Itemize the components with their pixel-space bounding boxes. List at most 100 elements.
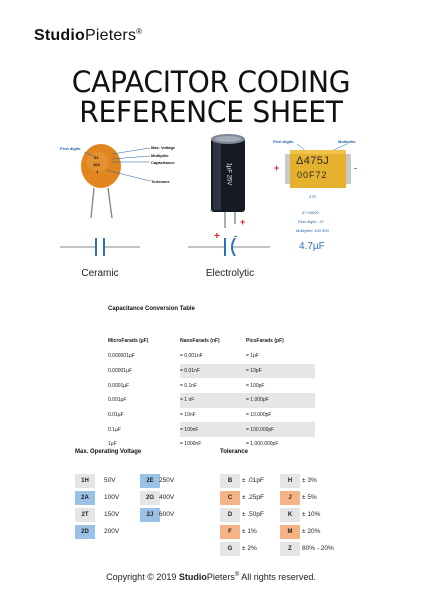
electrolytic-schematic-symbol bbox=[188, 237, 270, 257]
tolerance-value: 80% - 20% bbox=[302, 545, 334, 552]
voltage-code-chip: 2T bbox=[75, 508, 95, 522]
page-title-line-2: REFERENCE SHEET bbox=[79, 95, 343, 129]
table-cell: = 100.000pF bbox=[246, 422, 315, 438]
tolerance-section-title: Tolerance bbox=[220, 449, 248, 455]
voltage-value: 250V bbox=[159, 477, 175, 484]
table-cell: 0.001µF bbox=[108, 397, 127, 404]
tolerance-value: ± 20% bbox=[302, 528, 321, 535]
voltage-value: 150V bbox=[104, 511, 120, 518]
table-row: 0.01µF = 10nF = 10.000pF bbox=[108, 408, 315, 423]
brand-mark: ® bbox=[136, 27, 143, 36]
smd-code: 475 bbox=[309, 194, 316, 199]
table-cell: = 100nF bbox=[180, 422, 246, 438]
smd-line-3: Multiplier: 100 000 bbox=[296, 228, 329, 233]
ceramic-annotation-capacitance: Capacitance bbox=[151, 160, 175, 165]
table-cell: = 1pF bbox=[246, 353, 259, 360]
voltage-code-chip: 2J bbox=[140, 508, 160, 522]
table-cell: 0.0001µF bbox=[108, 382, 130, 389]
table-cell: = 0.001nF bbox=[180, 353, 203, 360]
tolerance-code-chip: K bbox=[280, 508, 300, 522]
table-cell: 0.01µF bbox=[108, 412, 124, 419]
footer-rights-text: All rights reserved. bbox=[239, 572, 316, 582]
tolerance-code-chip: C bbox=[220, 491, 240, 505]
conversion-table-title: Capacitance Conversion Table bbox=[108, 306, 195, 312]
conversion-header-pico: PicoFarads (pF) bbox=[246, 338, 284, 344]
ceramic-body-line-2: 103 bbox=[93, 162, 100, 167]
table-row: 1µF = 1000nF = 1.000.000pF bbox=[108, 437, 315, 452]
tolerance-value: ± 2% bbox=[242, 545, 257, 552]
tolerance-code-chip: G bbox=[220, 542, 240, 556]
tolerance-code-chip: H bbox=[280, 474, 300, 488]
table-cell: 1µF bbox=[108, 441, 117, 448]
table-row: 0.1µF = 100nF = 100.000pF bbox=[108, 422, 315, 438]
table-cell: = 1 nF bbox=[180, 393, 246, 408]
footer-brand-bold: Studio bbox=[178, 572, 207, 582]
tolerance-code-chip: D bbox=[220, 508, 240, 522]
voltage-code-chip: 1H bbox=[75, 474, 95, 488]
tolerance-code-chip: B bbox=[220, 474, 240, 488]
voltage-value: 200V bbox=[104, 528, 120, 535]
ceramic-annotation-multiplier: Multiplier bbox=[151, 153, 169, 158]
table-cell: = 0.1nF bbox=[180, 382, 198, 389]
ceramic-annotation-max-voltage: Max. Voltage bbox=[151, 145, 176, 150]
tolerance-value: ± .01pF bbox=[242, 477, 264, 484]
voltage-value: 400V bbox=[159, 494, 175, 501]
ceramic-label: Ceramic bbox=[81, 268, 119, 279]
voltage-code-chip: 2G bbox=[140, 491, 160, 505]
smd-line-1: 47 00000 bbox=[302, 210, 319, 215]
smd-line-2: First digits : 47 bbox=[298, 219, 325, 224]
electrolytic-schematic-plus: + bbox=[214, 231, 220, 242]
smd-capacitor-illustration bbox=[285, 143, 351, 188]
footer-brand-light: Pieters bbox=[206, 572, 235, 582]
ceramic-annotation-first-digits: First digits bbox=[60, 146, 81, 151]
voltage-value: 50V bbox=[104, 477, 116, 484]
electrolytic-body-text: 1µF 25V bbox=[225, 162, 231, 186]
table-row: 0.001µF = 1 nF = 1.000pF bbox=[108, 393, 315, 408]
conversion-header-micro: MicroFarads (µF) bbox=[108, 338, 149, 344]
table-row: 0.00001µF = 0.01nF = 10pF bbox=[108, 363, 315, 379]
voltage-code-chip: 2E bbox=[140, 474, 160, 488]
smd-value: 4.7µF bbox=[299, 241, 325, 252]
footer-brand-mark: ® bbox=[234, 572, 240, 578]
electrolytic-label: Electrolytic bbox=[205, 268, 255, 279]
tolerance-code-chip: Z bbox=[280, 542, 300, 556]
electrolytic-minus-sign: - bbox=[210, 205, 213, 215]
table-cell: = 1000nF bbox=[180, 441, 202, 448]
table-cell: = 1.000.000pF bbox=[246, 441, 279, 448]
table-cell: 0.00001µF bbox=[108, 368, 133, 375]
voltage-section-title: Max. Operating Voltage bbox=[75, 449, 142, 455]
smd-annotation-first-digits: First digits bbox=[273, 139, 294, 144]
table-row: 0.0001µF = 0.1nF = 100pF bbox=[108, 378, 315, 393]
voltage-value: 100V bbox=[104, 494, 120, 501]
tolerance-value: ± .50pF bbox=[242, 511, 264, 518]
brand-logo: StudioPieters® bbox=[34, 27, 142, 45]
table-cell: = 10nF bbox=[180, 412, 196, 419]
smd-annotation-multiplier: Multiplier bbox=[338, 139, 356, 144]
conversion-header-nano: NanoFarads (nF) bbox=[180, 338, 220, 344]
smd-top-text: Δ475J bbox=[296, 155, 330, 167]
copyright-footer: Copyright © 2019 StudioPieters® All righ… bbox=[0, 572, 422, 582]
ceramic-body-line-3: J bbox=[96, 169, 99, 174]
tolerance-value: ± 1% bbox=[242, 528, 257, 535]
electrolytic-schematic-minus: - bbox=[234, 231, 238, 242]
conversion-table: MicroFarads (µF) NanoFarads (nF) PicoFar… bbox=[108, 333, 315, 452]
voltage-code-chip: 2A bbox=[75, 491, 95, 505]
electrolytic-capacitor-illustration bbox=[211, 134, 245, 228]
voltage-code-chip: 2D bbox=[75, 525, 95, 539]
voltage-value: 600V bbox=[159, 511, 175, 518]
electrolytic-plus-sign: + bbox=[240, 217, 246, 227]
table-cell: 0.1µF bbox=[108, 426, 121, 433]
smd-plus-sign: + bbox=[274, 163, 280, 173]
table-cell: = 10pF bbox=[246, 363, 315, 379]
tolerance-code-chip: F bbox=[220, 525, 240, 539]
tolerance-value: ± 3% bbox=[302, 477, 317, 484]
ceramic-capacitor-illustration bbox=[81, 144, 151, 219]
ceramic-annotation-tolerance: Tolerance bbox=[151, 179, 170, 184]
table-cell: = 1.000pF bbox=[246, 393, 315, 408]
brand-bold: Studio bbox=[34, 27, 85, 44]
tolerance-code-chip: J bbox=[280, 491, 300, 505]
table-row: 0.000001µF = 0.001nF = 1pF bbox=[108, 349, 315, 364]
tolerance-value: ± 10% bbox=[302, 511, 321, 518]
tolerance-code-chip: M bbox=[280, 525, 300, 539]
copyright-text: Copyright © 2019 bbox=[106, 572, 179, 582]
